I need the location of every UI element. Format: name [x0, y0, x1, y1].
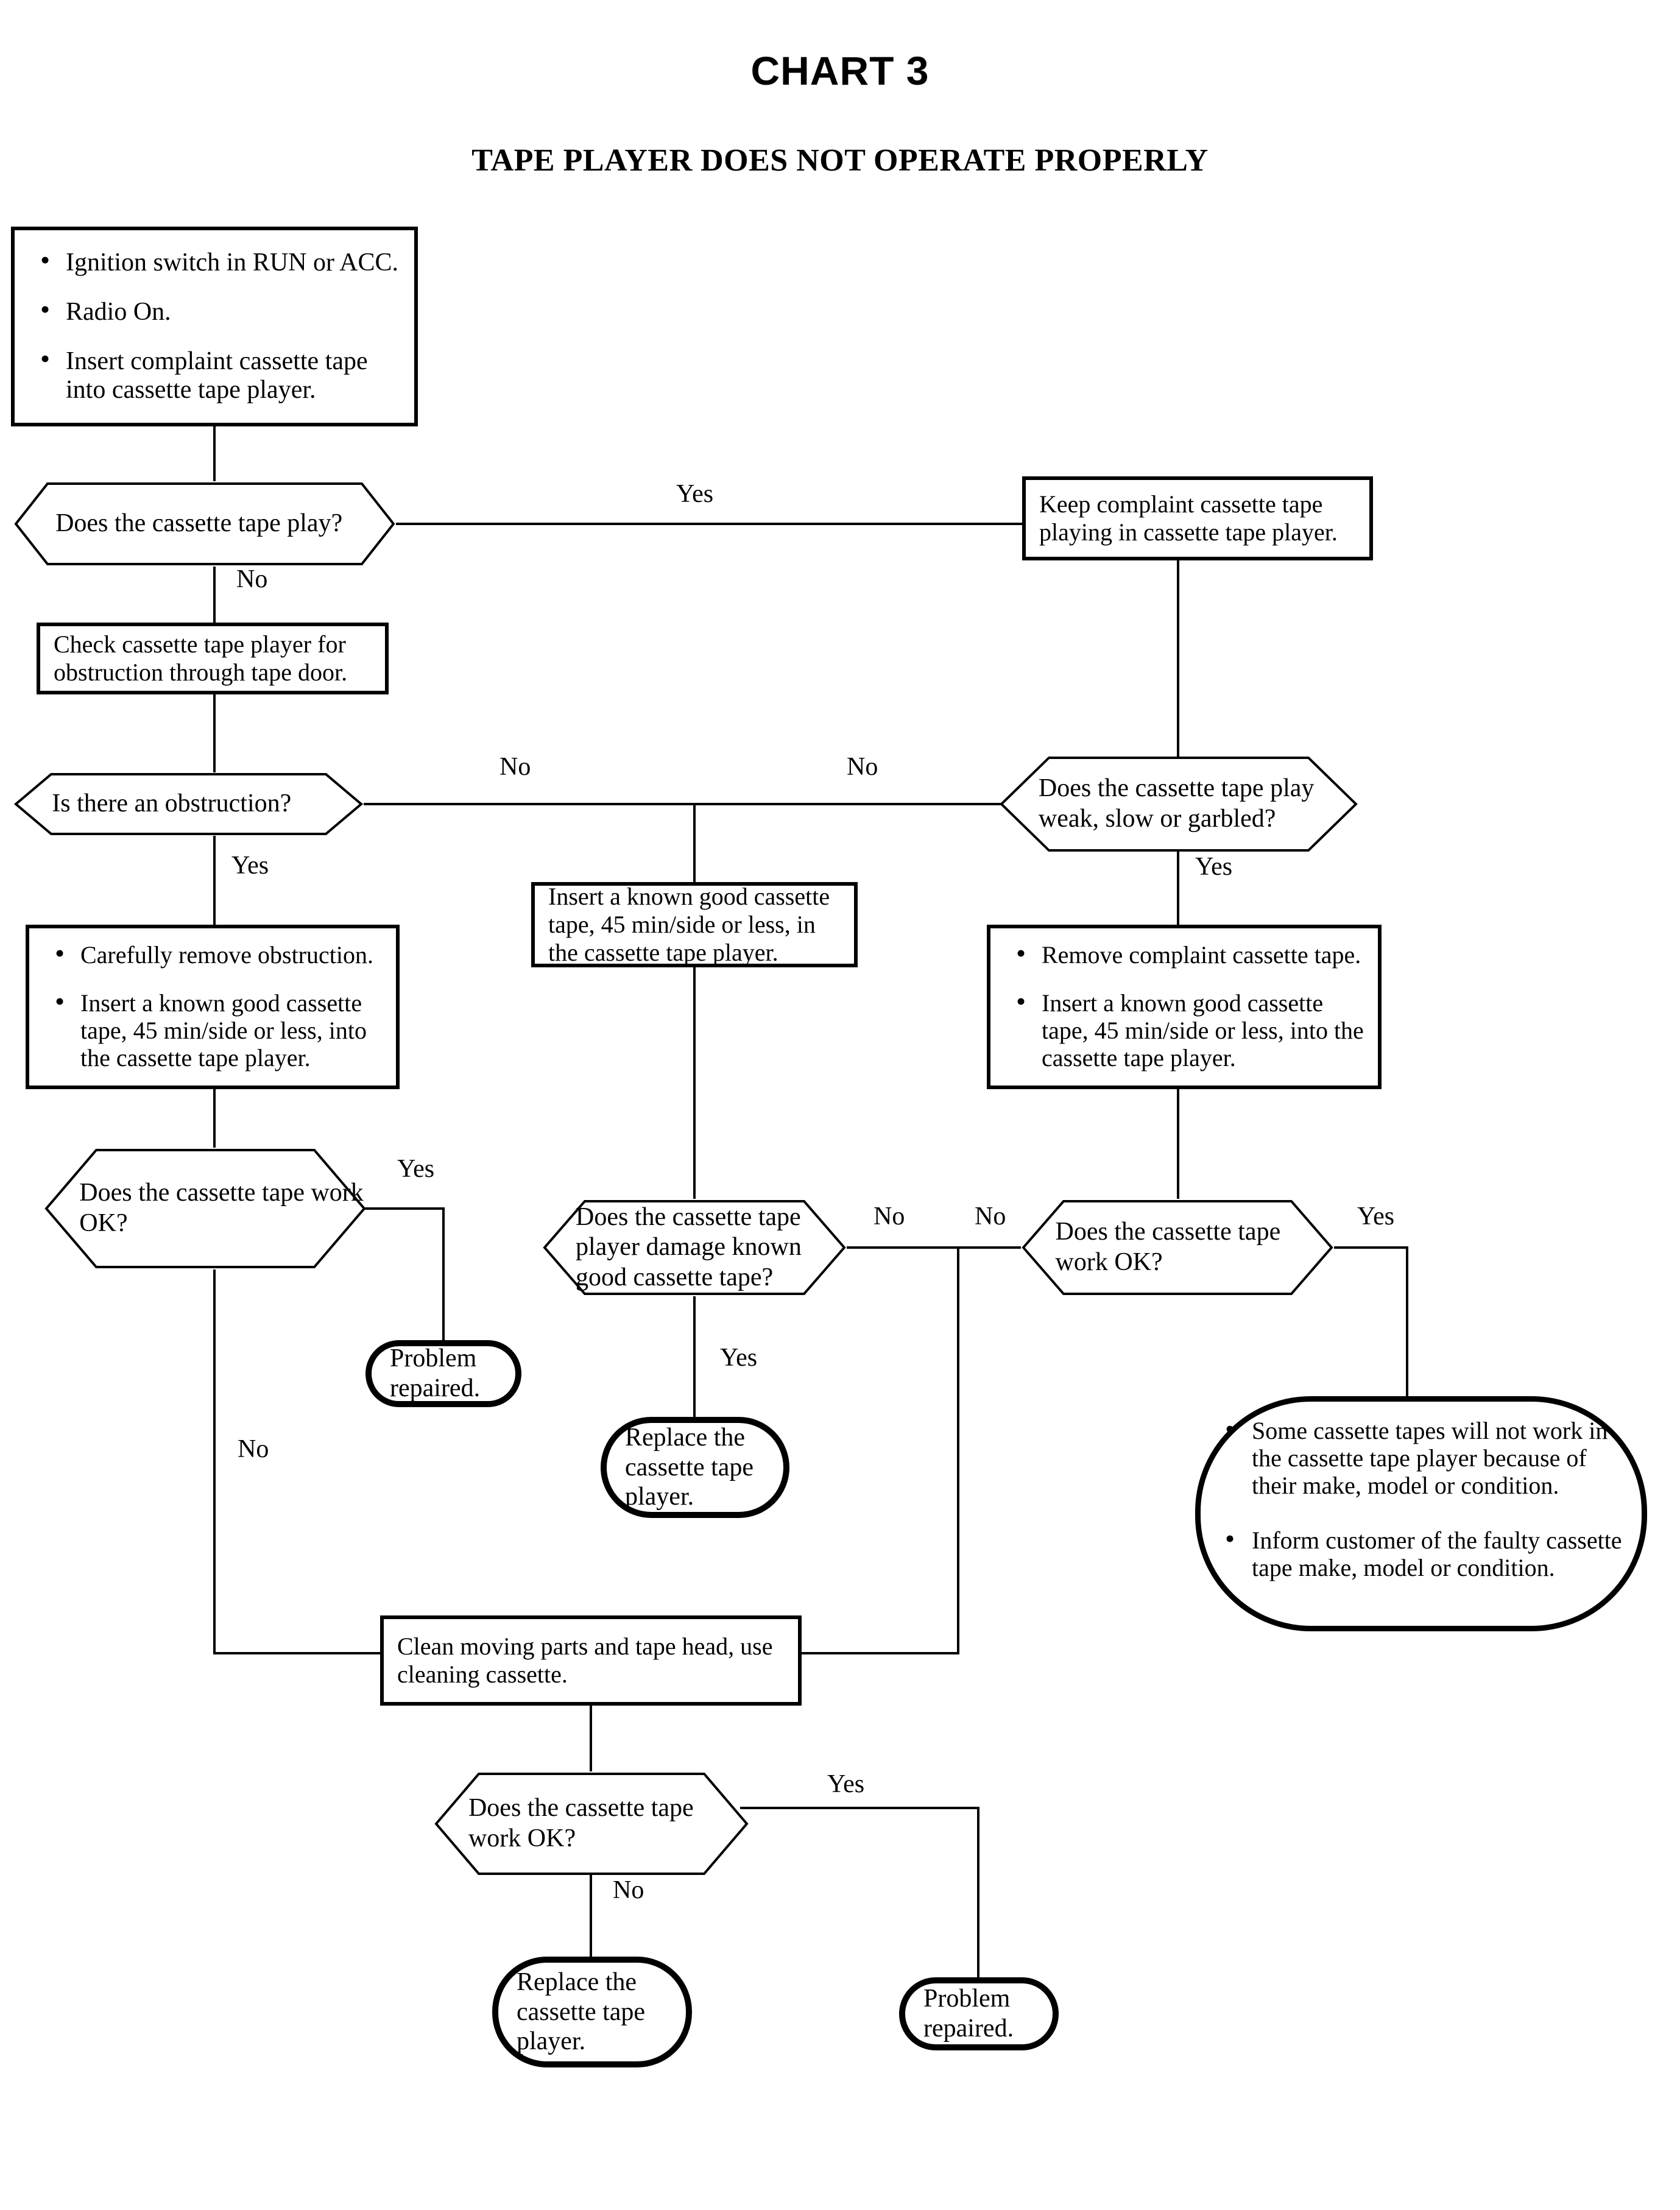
decision-label: Does the cassette tape play weak, slow o…	[1038, 774, 1315, 833]
preconditions-list: Ignition switch in RUN or ACC. Radio On.…	[28, 246, 401, 404]
decision-player-damage: Does the cassette tape player damage kno…	[542, 1199, 847, 1296]
edge-label-play-yes: Yes	[676, 480, 714, 508]
decision-work-ok-bottom: Does the cassette tape work OK?	[434, 1771, 749, 1876]
decision-label: Is there an obstruction?	[52, 789, 292, 818]
terminal-replace-player-bottom: Replace the cassette tape player.	[492, 1957, 692, 2067]
edge-label-damage-yes: Yes	[720, 1344, 758, 1372]
tape-advice-list: Some cassette tapes will not work in the…	[1215, 1415, 1627, 1582]
remove-complaint-box: Remove complaint cassette tape. Insert a…	[987, 925, 1382, 1089]
edge-label-bottom-no: No	[613, 1876, 644, 1904]
hexagon-shape	[1022, 1200, 1333, 1295]
decision-label: Does the cassette tape work OK?	[468, 1794, 694, 1852]
decision-label: Does the cassette tape work OK?	[79, 1179, 364, 1237]
keep-playing-box: Keep complaint cassette tape playing in …	[1022, 476, 1373, 560]
edge-label-workok-left-no: No	[238, 1435, 269, 1463]
clean-parts-box: Clean moving parts and tape head, use cl…	[380, 1615, 802, 1706]
remove-complaint-list: Remove complaint cassette tape. Insert a…	[1004, 939, 1364, 1071]
insert-known-good-box: Insert a known good cassette tape, 45 mi…	[531, 882, 858, 967]
decision-work-ok-left: Does the cassette tape work OK?	[44, 1148, 367, 1269]
decision-work-ok-right: Does the cassette tape work OK?	[1021, 1199, 1334, 1296]
edge-label-play-no: No	[236, 565, 268, 593]
edge-label-workok-right-yes: Yes	[1357, 1202, 1395, 1230]
list-item: Insert a known good cassette tape, 45 mi…	[43, 987, 383, 1071]
list-item: Radio On.	[28, 295, 401, 327]
edge-label-weak-no: No	[847, 753, 878, 781]
list-item: Inform customer of the faulty cassette t…	[1215, 1525, 1627, 1582]
remove-obstruction-box: Carefully remove obstruction. Insert a k…	[26, 925, 400, 1089]
terminal-problem-repaired-bottom: Problem repaired.	[899, 1977, 1059, 2050]
edge-label-damage-no: No	[874, 1202, 905, 1230]
chart-title: CHART 3	[750, 48, 930, 93]
terminal-text: Problem repaired.	[390, 1344, 481, 1402]
list-item: Remove complaint cassette tape.	[1004, 939, 1364, 969]
terminal-problem-repaired-left: Problem repaired.	[365, 1340, 521, 1407]
edge-label-bottom-yes: Yes	[827, 1770, 865, 1798]
tape-advice-note: Some cassette tapes will not work in the…	[1195, 1396, 1647, 1631]
chart-subtitle: TAPE PLAYER DOES NOT OPERATE PROPERLY	[471, 143, 1209, 178]
hexagon-shape	[1000, 757, 1358, 852]
decision-label: Does the cassette tape play?	[55, 509, 343, 538]
list-item: Carefully remove obstruction.	[43, 939, 383, 969]
edge-label-weak-yes: Yes	[1195, 853, 1233, 881]
decision-label: Does the cassette tape player damage kno…	[576, 1202, 802, 1291]
terminal-replace-player-mid: Replace the cassette tape player.	[601, 1417, 789, 1518]
terminal-text: Problem repaired.	[923, 1985, 1014, 2042]
hexagon-shape	[14, 482, 395, 565]
decision-obstruction: Is there an obstruction?	[13, 772, 364, 836]
decision-label: Does the cassette tape work OK?	[1055, 1218, 1281, 1276]
remove-obstruction-list: Carefully remove obstruction. Insert a k…	[43, 939, 383, 1071]
terminal-text: Replace the cassette tape player.	[517, 1968, 646, 2056]
edge-label-obstruction-yes: Yes	[231, 852, 269, 880]
edge-label-workok-right-no: No	[975, 1202, 1006, 1230]
list-item: Insert complaint cassette tape into cass…	[28, 345, 401, 404]
hexagon-shape	[543, 1200, 846, 1295]
hexagon-shape	[13, 773, 364, 835]
process-text: Insert a known good cassette tape, 45 mi…	[548, 883, 830, 966]
process-text: Clean moving parts and tape head, use cl…	[397, 1633, 773, 1688]
edge-label-obstruction-no: No	[499, 753, 531, 781]
process-text: Check cassette tape player for obstructi…	[54, 630, 348, 686]
decision-weak-slow-garbled: Does the cassette tape play weak, slow o…	[999, 755, 1358, 853]
process-text: Keep complaint cassette tape playing in …	[1039, 490, 1338, 546]
list-item: Ignition switch in RUN or ACC.	[28, 246, 401, 277]
terminal-text: Replace the cassette tape player.	[625, 1423, 754, 1511]
decision-tape-play: Does the cassette tape play?	[13, 481, 396, 567]
list-item: Insert a known good cassette tape, 45 mi…	[1004, 987, 1364, 1071]
edge-label-workok-left-yes: Yes	[397, 1155, 435, 1183]
hexagon-shape	[44, 1149, 366, 1268]
list-item: Some cassette tapes will not work in the…	[1215, 1415, 1627, 1499]
hexagon-shape	[434, 1773, 749, 1875]
check-obstruction-box: Check cassette tape player for obstructi…	[37, 623, 389, 694]
preconditions-box: Ignition switch in RUN or ACC. Radio On.…	[11, 227, 418, 426]
